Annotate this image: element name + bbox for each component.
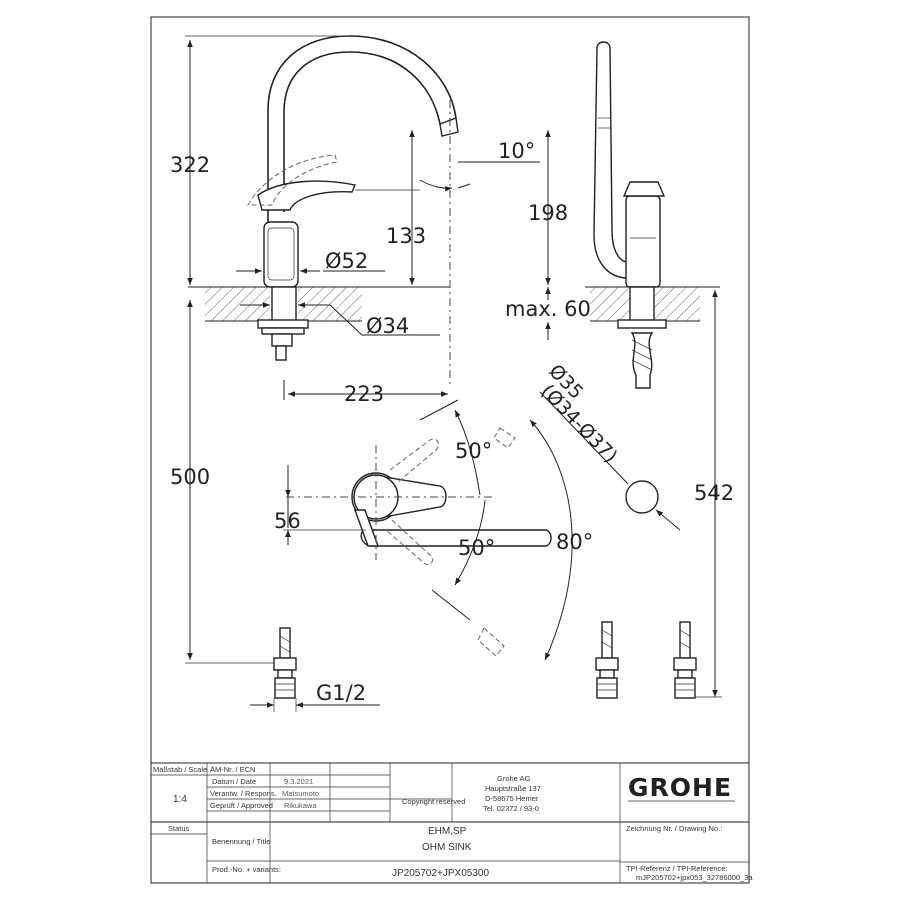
prod-label: Prod.-No. + variants:: [212, 865, 281, 874]
status-label: Status: [168, 824, 190, 833]
dim-mount-diameter: Ø34: [366, 314, 409, 338]
dim-swivel-angle: 80°: [556, 530, 593, 554]
dim-thread: G1/2: [316, 681, 366, 705]
tpi-label: TPI-Referenz / TPI-Reference:: [626, 864, 728, 873]
mounting-hole: [625, 480, 659, 514]
company-phone: Tel. 02372 / 93-0: [483, 804, 539, 813]
title-block: Maßstab / Scale 1:4 ÄM-Nr. / ECN Datum /…: [151, 762, 753, 883]
dim-base-diameter: Ø52: [325, 249, 368, 273]
dim-lever-angle-top: 50°: [455, 439, 492, 463]
approved-value: Rikukawa: [284, 801, 317, 810]
prod-value: JP205702+JPX05300: [392, 868, 489, 879]
top-spout: [360, 529, 552, 547]
drawing-no-label: Zeichnung Nr. / Drawing No.:: [626, 824, 722, 833]
side-countertop-hatch-right: [655, 287, 700, 321]
title-line2: OHM SINK: [422, 842, 472, 853]
dim-lever-height: 133: [386, 224, 426, 248]
top-view: 50° 50° 80° 56 Ø35 (Ø34-Ø37): [274, 360, 681, 661]
drawing-frame: [150, 16, 750, 884]
title-line1: EHM,SP: [428, 826, 467, 837]
faucet-body: [263, 221, 299, 288]
dim-max-thickness: max. 60: [505, 297, 591, 321]
responsible-value: Matsumoto: [282, 789, 319, 798]
approved-label: Geprüft / Approved: [210, 801, 273, 810]
dim-total-height: 322: [170, 153, 210, 177]
lever: [257, 180, 356, 211]
company-name: Grohe AG: [497, 774, 531, 783]
tpi-value: mJP205702+jpx053_32786000_3a: [636, 873, 753, 882]
countertop-hatch-left: [205, 287, 270, 321]
responsible-label: Verantw. / Respons.: [210, 789, 277, 798]
side-countertop-hatch-left: [590, 287, 630, 321]
countertop-hatch-right: [298, 287, 362, 321]
hose-connectors: G1/2: [250, 621, 697, 712]
company-city: D-58675 Hemer: [485, 794, 539, 803]
hose-connector-front: [273, 627, 297, 699]
grohe-logo: GROHE: [628, 773, 732, 802]
dim-spout-angle: 10°: [498, 139, 535, 163]
ecn-label: ÄM-Nr. / ECN: [210, 765, 255, 774]
dim-lever-angle-bottom: 50°: [458, 536, 495, 560]
dim-total-length: 542: [694, 481, 734, 505]
title-label: Benennung / Title: [212, 837, 270, 846]
side-body: [625, 195, 661, 288]
dim-spout-reach: 223: [344, 382, 384, 406]
front-view: 322 133 Ø52 Ø34 10° 223 500: [170, 35, 540, 664]
scale-label: Maßstab / Scale: [153, 765, 207, 774]
scale-value: 1:4: [173, 794, 187, 805]
hose-connector-side-2: [673, 621, 697, 699]
dim-lever-offset: 56: [274, 509, 301, 533]
dim-hose-length: 500: [170, 465, 210, 489]
side-view: 198 max. 60 542: [505, 41, 734, 698]
dim-spout-height: 198: [528, 201, 568, 225]
date-label: Datum / Date: [212, 777, 256, 786]
side-spout: [593, 41, 629, 279]
hose-connector-side-1: [595, 621, 619, 699]
company-street: Hauptstraße 137: [485, 784, 541, 793]
date-value: 9.3.2021: [284, 777, 313, 786]
copyright: Copyright reserved: [402, 797, 465, 806]
